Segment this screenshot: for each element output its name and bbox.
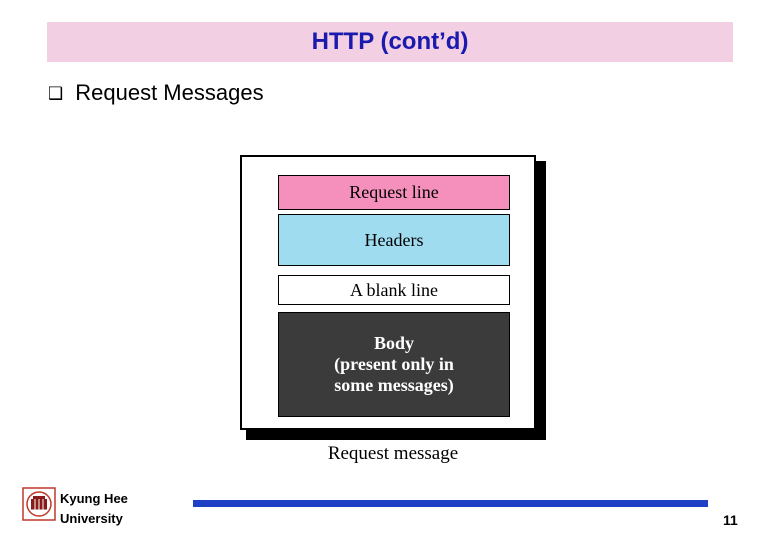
diagram-segment-headers: Headers (278, 214, 510, 266)
university-name-line2: University (60, 511, 123, 527)
diagram-segment-body: Body (present only in some messages) (278, 312, 510, 417)
university-name-line1: Kyung Hee (60, 491, 128, 506)
university-crest-icon (22, 487, 56, 521)
slide-title-bar: HTTP (cont’d) (47, 22, 733, 62)
diagram-segment-label: A blank line (350, 279, 438, 300)
request-message-diagram: Request line Headers A blank line Body (… (240, 155, 546, 464)
bullet-square-icon: ❑ (48, 83, 64, 104)
diagram-segment-request-line: Request line (278, 175, 510, 210)
diagram-segment-blank-line: A blank line (278, 275, 510, 305)
diagram-segment-label-line1: Body (373, 332, 415, 353)
diagram-segment-label-line3: some messages) (334, 375, 454, 396)
footer-divider (193, 500, 708, 507)
bullet-item-request-messages: ❑ Request Messages (48, 80, 264, 106)
page-title: HTTP (cont’d) (311, 28, 469, 55)
diagram-outer-box: Request line Headers A blank line Body (… (240, 155, 536, 430)
diagram-segment-label: Request line (349, 182, 439, 202)
diagram-caption: Request message (327, 443, 459, 464)
bullet-item-label: Request Messages (75, 80, 264, 105)
page-number: 11 (723, 512, 738, 528)
diagram-segment-label-line2: (present only in (334, 353, 454, 374)
diagram-segment-label: Headers (364, 229, 424, 250)
university-name: Kyung Hee University (60, 489, 128, 529)
